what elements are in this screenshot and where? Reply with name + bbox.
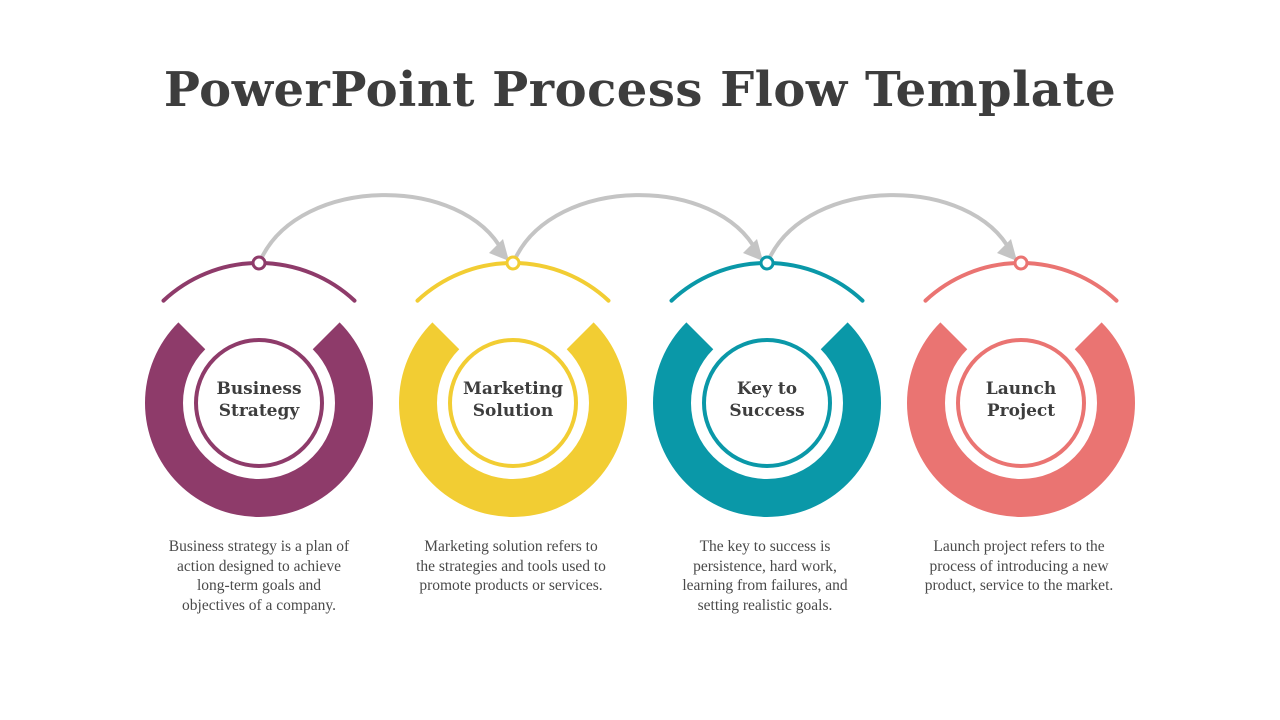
connector-arrow-1: [259, 193, 509, 261]
step-3-graphic: [653, 255, 881, 518]
step-3-description: The key to success is persistence, hard …: [682, 538, 848, 614]
step-1-label: Business Strategy: [194, 378, 324, 422]
step-1-label-line2: Strategy: [218, 401, 300, 421]
step-1-description: Business strategy is a plan of action de…: [168, 538, 350, 614]
arrowhead-icon: [489, 239, 509, 261]
step-4-description: Launch project refers to the process of …: [924, 538, 1114, 594]
step-2-inner-circle: [448, 338, 578, 468]
step-2-graphic: [399, 255, 627, 517]
step-2-label-line1: Marketing: [463, 379, 563, 399]
step-1-label-line1: Business: [216, 379, 302, 399]
step-1-inner-circle: [194, 338, 324, 468]
step-2-node-dot: [505, 255, 521, 271]
step-1-ring: [144, 322, 373, 517]
step-4-label-line2: Project: [986, 401, 1056, 421]
step-4-label: Launch Project: [956, 378, 1086, 422]
step-4-graphic: [907, 255, 1136, 517]
step-2-description: Marketing solution refers to the strateg…: [416, 538, 606, 594]
step-4-inner-circle: [956, 338, 1086, 468]
arrowhead-icon: [743, 239, 763, 261]
connector-arrow-3: [767, 193, 1017, 261]
step-2-ring: [399, 322, 627, 517]
step-4-node-dot: [1013, 255, 1029, 271]
step-1-graphic: [144, 255, 373, 517]
step-3-label-line1: Key to: [736, 379, 798, 399]
connector-arrows: [259, 193, 1017, 261]
step-2-label: Marketing Solution: [448, 378, 578, 422]
arrowhead-icon: [997, 239, 1017, 261]
step-4-ring: [907, 322, 1136, 517]
step-3-ring: [653, 322, 881, 518]
step-3-node-dot: [759, 255, 775, 271]
step-4-label-line1: Launch: [985, 379, 1057, 399]
step-3-inner-circle: [702, 338, 832, 468]
step-3-label-line2: Success: [729, 401, 805, 421]
step-2-label-line2: Solution: [472, 401, 554, 421]
step-graphics: [144, 255, 1136, 518]
step-1-node-dot: [251, 255, 267, 271]
slide-title: PowerPoint Process Flow Template: [163, 62, 1117, 118]
step-3-label: Key to Success: [702, 378, 832, 422]
connector-arrow-2: [513, 193, 763, 261]
